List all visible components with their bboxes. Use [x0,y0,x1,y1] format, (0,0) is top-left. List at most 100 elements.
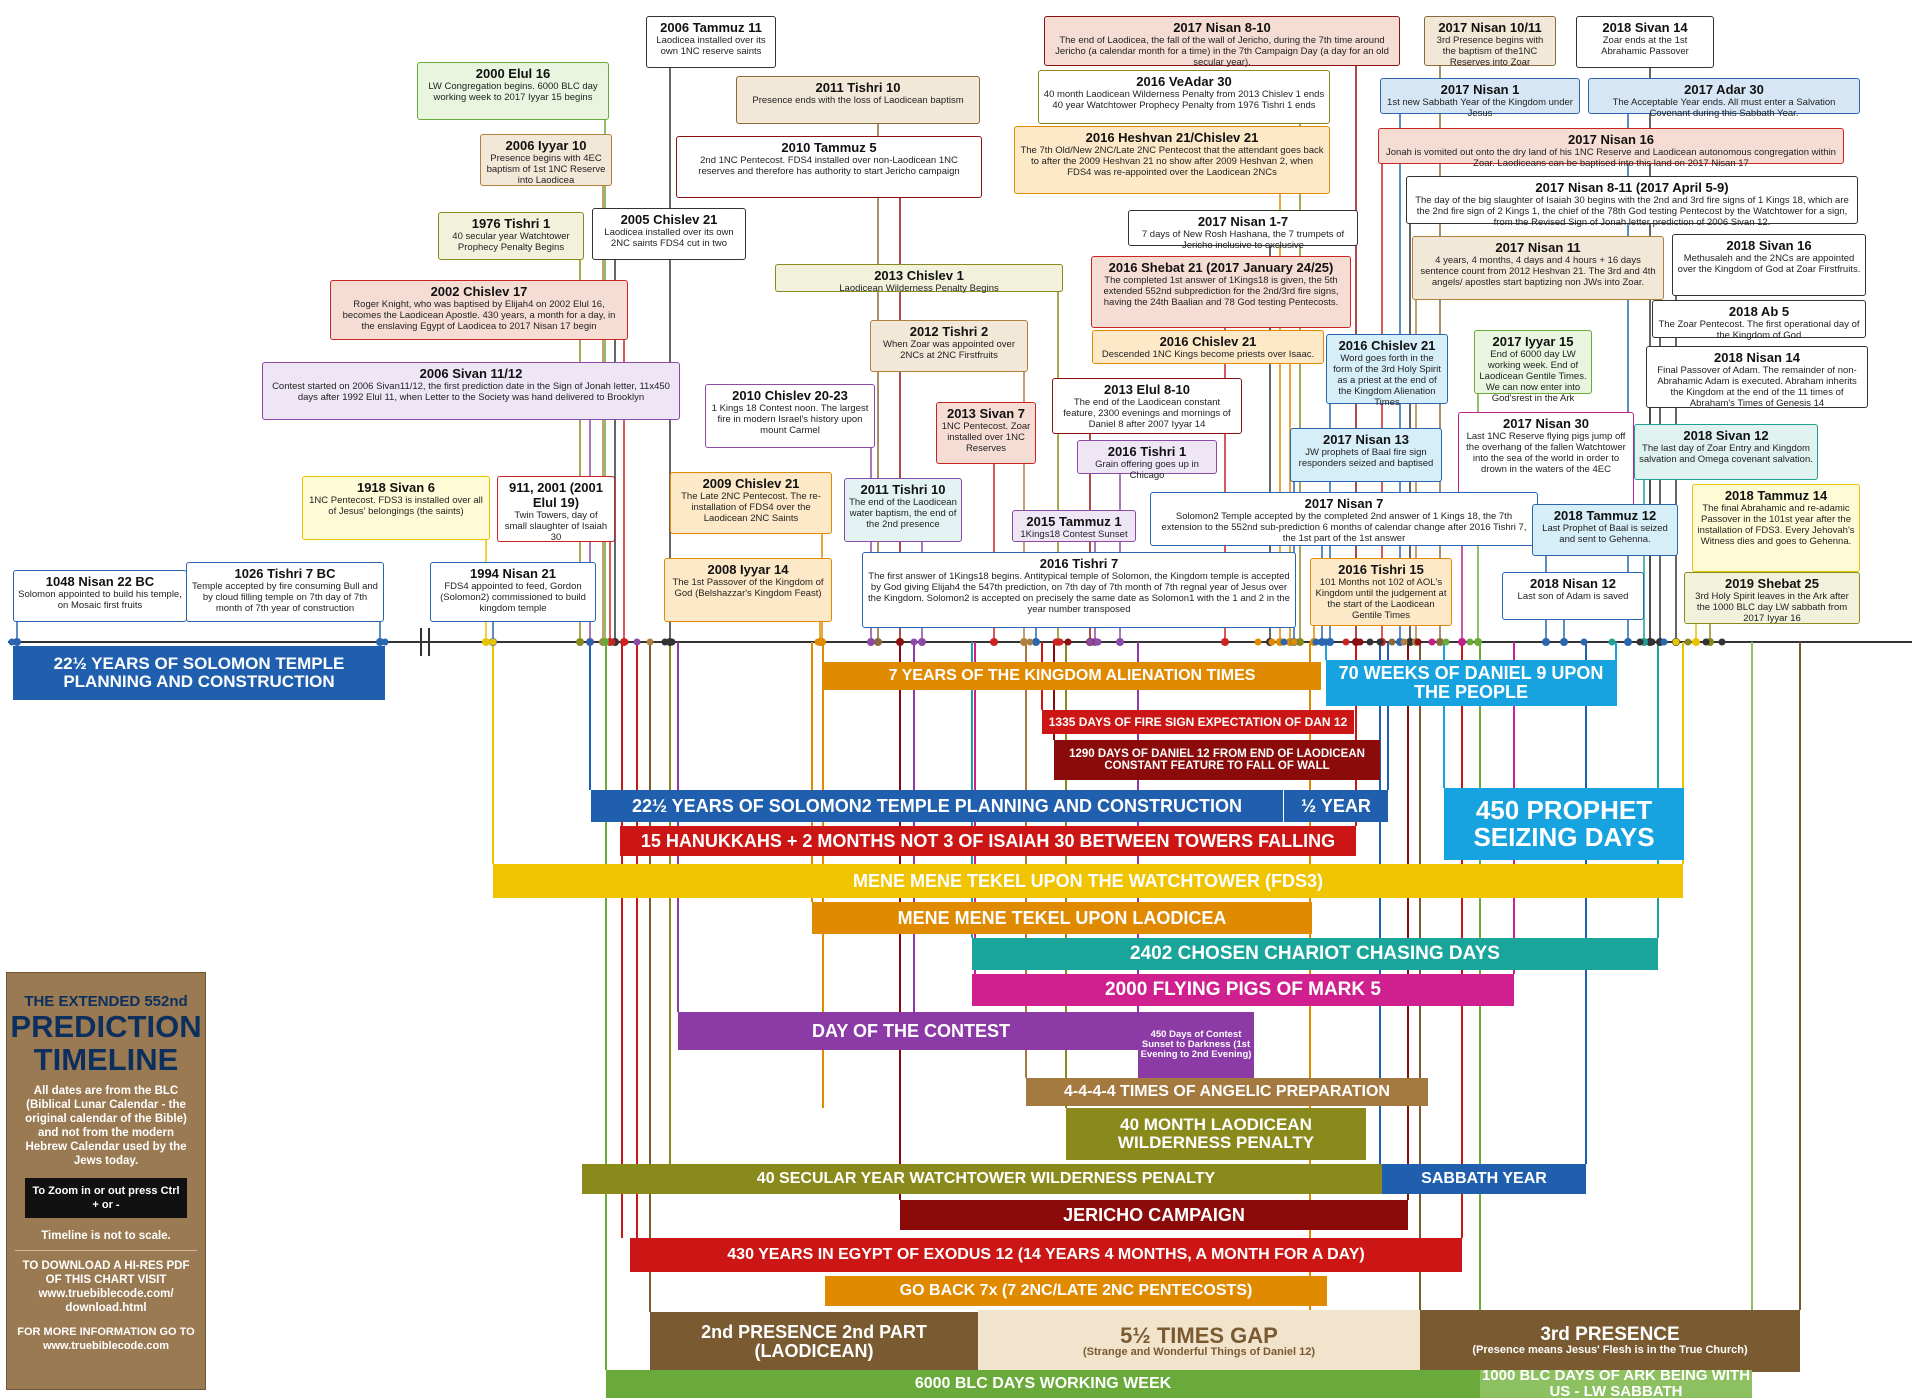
axis-tick [1414,638,1422,646]
panel-title-1: PREDICTION [10,1009,202,1044]
event-description: 1Kings18 Contest Sunset [1020,529,1128,540]
event-description: Descended 1NC Kings become priests over … [1101,349,1315,360]
period-band: DAY OF THE CONTEST [678,1012,1144,1050]
axis-tick [8,638,16,646]
event-date: 2016 Tishri 15 [1338,562,1424,577]
event-marker [867,638,875,646]
event-description: Temple accepted by fire consuming Bull a… [192,581,378,614]
axis-tick [1608,638,1616,646]
event-description: The end of Laodicea, the fall of the wal… [1055,35,1389,68]
event-description: Last Prophet of Baal is seized and sent … [1542,523,1668,545]
event-date: 2017 Nisan 1-7 [1197,214,1289,229]
band-label: 6000 BLC DAYS WORKING WEEK [914,1374,1172,1392]
more-info-link[interactable]: FOR MORE INFORMATION GO TO www.truebible… [17,1326,195,1352]
event-description: The first answer of 1Kings18 begins. Ant… [868,571,1290,615]
event-description: The completed 1st answer of 1Kings18 is … [1103,275,1339,308]
event-date: 2016 Heshvan 21/Chislev 21 [1085,130,1259,145]
event-description: Methusaleh and the 2NCs are appointed ov… [1677,253,1861,275]
event-date: 1048 Nisan 22 BC [45,574,155,589]
event-description: 40 secular year Watchtower Prophecy Pena… [452,231,570,253]
period-band: 3rd PRESENCE(Presence means Jesus' Flesh… [1420,1310,1800,1372]
event-date: 2018 Sivan 16 [1726,238,1812,253]
band-label: 430 YEARS IN EGYPT OF EXODUS 12 (14 YEAR… [727,1245,1365,1263]
axis-tick [668,638,676,646]
event-description: The last day of Zoar Entry and Kingdom s… [1639,443,1813,465]
event-date: 2002 Chislev 17 [430,284,528,299]
download-link[interactable]: TO DOWNLOAD A HI-RES PDF OF THIS CHART V… [15,1250,197,1315]
event-date: 2009 Chislev 21 [702,476,800,491]
event-date: 2017 Nisan 16 [1567,132,1654,147]
event-date: 2019 Shebat 25 [1725,576,1819,591]
band-label: 7 YEARS OF THE KINGDOM ALIENATION TIMES [888,666,1256,684]
event-description: Last son of Adam is saved [1517,591,1629,602]
event-marker [1458,638,1466,646]
event-description: End of 6000 day LW working week. End of … [1479,349,1587,404]
band-label: 22½ YEARS OF SOLOMON2 TEMPLE PLANNING AN… [631,795,1243,816]
period-band: 7 YEARS OF THE KINGDOM ALIENATION TIMES [823,662,1321,690]
event-date: 2017 Nisan 8-10 [1173,20,1271,35]
event-description: The Zoar Pentecost. The first operationa… [1658,319,1860,341]
event-marker [1560,638,1568,646]
event-description: Laodicea installed over its own 2NC sain… [604,227,734,249]
event-description: Word goes forth in the form of the 3rd H… [1333,353,1441,408]
event-date: 2017 Nisan 10/11 [1438,20,1542,35]
axis-tick [1312,638,1320,646]
event-description: LW Congregation begins. 6000 BLC day wor… [428,81,598,103]
event-date: 2017 Nisan 13 [1322,432,1409,447]
event-marker [1296,638,1304,646]
event-date: 2016 Tishri 1 [1107,444,1187,459]
axis-tick [1466,638,1474,646]
band-label: 40 MONTH LAODICEAN WILDERNESS PENALTY [1117,1115,1315,1152]
event-marker [1692,638,1700,646]
event-description: Grain offering goes up in Chicago [1095,459,1199,481]
event-date: 2018 Sivan 12 [1683,428,1769,443]
event-date: 2017 Nisan 30 [1502,416,1589,431]
event-marker [990,638,998,646]
axis-tick [1342,638,1350,646]
event-date: 2006 Iyyar 10 [505,138,587,153]
event-marker [896,638,904,646]
axis-tick [1636,638,1644,646]
axis-tick [602,638,610,646]
period-band: JERICHO CAMPAIGN [900,1200,1408,1230]
event-date: 2017 Nisan 7 [1304,496,1384,511]
event-date: 2006 Tammuz 11 [660,20,762,35]
event-date: 2018 Ab 5 [1728,304,1790,319]
period-band: SABBATH YEAR [1382,1164,1586,1194]
event-date: 2013 Elul 8-10 [1104,382,1190,397]
axis-tick [1290,638,1298,646]
event-date: 2016 Chislev 21 [1338,338,1436,353]
axis-tick [621,638,629,646]
event-description: Presence begins with 4EC baptism of 1st … [486,153,606,186]
event-description: Contest started on 2006 Sivan11/12, the … [272,381,670,403]
band-label: 70 WEEKS OF DANIEL 9 UPON THE PEOPLE [1338,663,1604,702]
event-date: 2017 Adar 30 [1684,82,1764,97]
axis-tick [1428,638,1436,646]
event-description: The 7th Old/New 2NC/Late 2NC Pentecost t… [1020,145,1324,178]
event-marker [13,638,21,646]
event-description: 4 years, 4 months, 4 days and 4 hours + … [1420,255,1656,288]
period-band: 6000 BLC DAYS WORKING WEEK [606,1370,1480,1398]
axis-tick [661,638,669,646]
axis-tick [1400,638,1408,646]
event-date: 2016 Shebat 21 (2017 January 24/25) [1108,260,1334,275]
event-description: The end of the Laodicean water baptism, … [849,497,957,530]
event-description: 40 month Laodicean Wilderness Penalty fr… [1043,89,1325,111]
panel-heading: THE EXTENDED 552nd [24,993,188,1010]
axis-tick [633,638,641,646]
axis-tick [489,638,497,646]
event-marker [1436,638,1444,646]
event-description: The end of the Laodicean constant featur… [1063,397,1231,430]
